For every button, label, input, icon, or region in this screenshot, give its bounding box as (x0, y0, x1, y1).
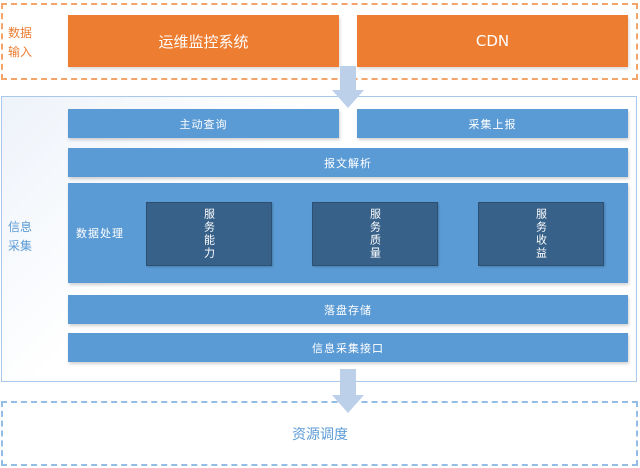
info-collection-interface-bar[interactable]: 信息采集接口 (68, 333, 628, 362)
module-service-quality[interactable]: 服务质量 (312, 202, 438, 266)
source-ops-monitoring[interactable]: 运维监控系统 (68, 15, 339, 67)
resource-scheduling-label: 资源调度 (292, 427, 348, 443)
disk-storage-bar[interactable]: 落盘存储 (68, 295, 628, 324)
arrow-down-icon (332, 369, 364, 413)
module-service-capability[interactable]: 服务能力 (146, 202, 272, 266)
message-parsing-bar[interactable]: 报文解析 (68, 148, 628, 177)
method-active-query[interactable]: 主动查询 (68, 109, 339, 138)
module-service-revenue[interactable]: 服务收益 (478, 202, 604, 266)
data-input-label: 数据 输入 (8, 26, 33, 59)
resource-scheduling-section (1, 401, 638, 466)
data-processing-label: 数据处理 (76, 227, 124, 240)
data-processing-panel: 数据处理 服务能力 服务质量 服务收益 (68, 183, 628, 283)
source-cdn[interactable]: CDN (357, 15, 628, 67)
info-collection-label: 信息 采集 (8, 220, 33, 253)
arrow-down-icon (332, 66, 364, 108)
data-input-section (1, 3, 638, 80)
method-report-collection[interactable]: 采集上报 (357, 109, 628, 138)
